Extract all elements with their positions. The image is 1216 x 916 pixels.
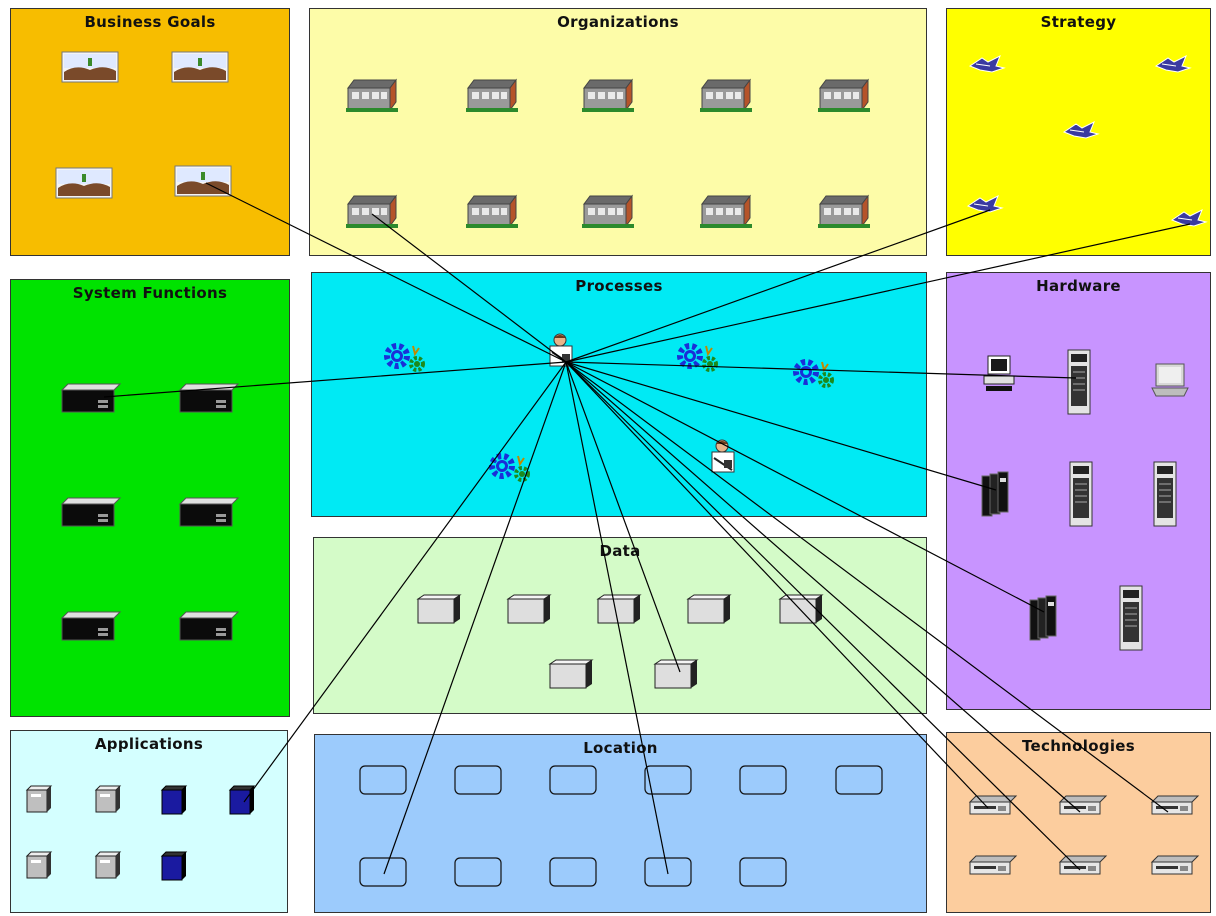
organizations-panel: Organizations (309, 8, 927, 256)
technologies-panel: Technologies (946, 732, 1211, 913)
location-title: Location (583, 739, 658, 757)
data-title: Data (599, 542, 641, 560)
strategy-title: Strategy (1040, 13, 1117, 31)
data-panel: Data (313, 537, 927, 714)
organizations-title: Organizations (557, 13, 679, 31)
hardware-title: Hardware (1036, 277, 1121, 295)
business-goals-panel: Business Goals (10, 8, 290, 256)
system-functions-panel: System Functions (10, 279, 290, 717)
strategy-panel: Strategy (946, 8, 1211, 256)
business-goals-title: Business Goals (84, 13, 216, 31)
processes-title: Processes (575, 277, 663, 295)
hardware-panel: Hardware (946, 272, 1211, 710)
system-functions-title: System Functions (72, 284, 228, 302)
processes-panel: Processes (311, 272, 927, 517)
applications-panel: Applications (10, 730, 288, 913)
location-panel: Location (314, 734, 927, 913)
applications-title: Applications (94, 735, 204, 753)
technologies-title: Technologies (1022, 737, 1135, 755)
